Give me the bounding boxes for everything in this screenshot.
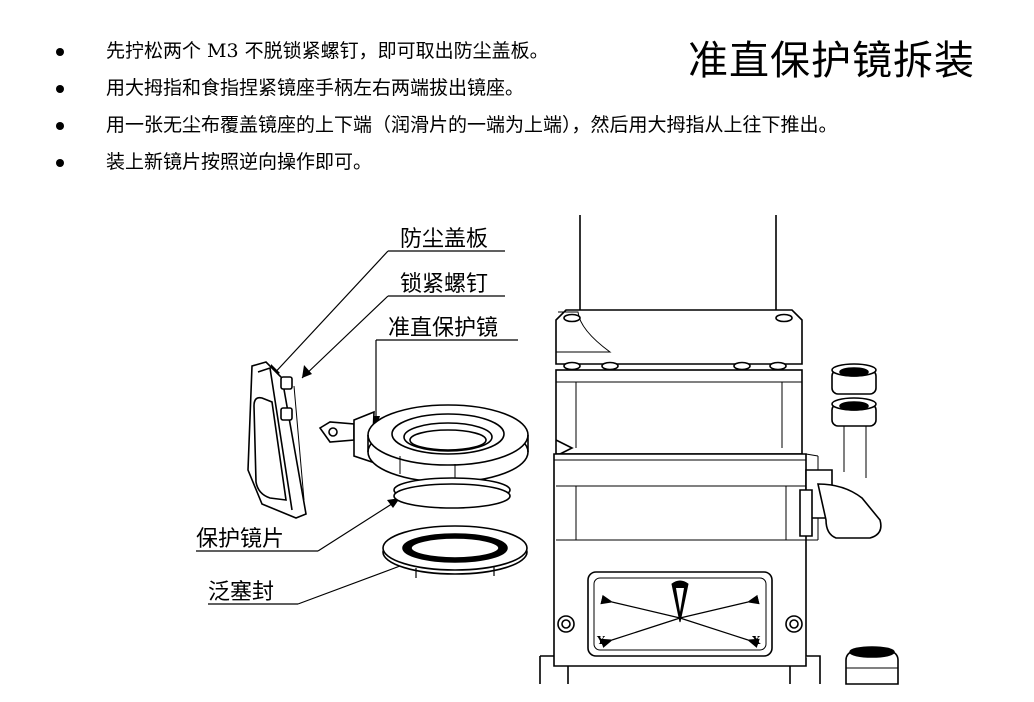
callout-protective-lens: 保护镜片 xyxy=(196,498,400,552)
bullet-icon xyxy=(56,48,64,56)
label-dust-cover: 防尘盖板 xyxy=(400,227,488,252)
callout-lock-screw: 锁紧螺钉 xyxy=(301,272,505,379)
instruction-text: 用一张无尘布覆盖镜座的上下端（润滑片的一端为上端），然后用大拇指从上往下推出。 xyxy=(106,114,838,136)
spare-fitting xyxy=(845,646,899,685)
dust-cover-plate xyxy=(247,361,307,519)
adjustment-arrows-icon xyxy=(600,594,760,648)
callout-seal: 泛塞封 xyxy=(208,565,401,605)
label-collimator-protector: 准直保护镜 xyxy=(388,316,498,341)
callout-collimator-protector: 准直保护镜 xyxy=(372,316,518,428)
exploded-assembly-diagram: 防尘盖板 锁紧螺钉 准直保护镜 保护镜片 泛塞封 xyxy=(196,215,899,685)
label-lock-screw: 锁紧螺钉 xyxy=(400,272,488,297)
instruction-text: 先拧松两个 M3 不脱锁紧螺钉，即可取出防尘盖板。 xyxy=(106,40,549,62)
page-title: 准直保护镜拆装 xyxy=(688,38,975,84)
label-seal: 泛塞封 xyxy=(208,580,274,605)
bullet-icon xyxy=(56,85,64,93)
axis-x-label: X xyxy=(752,634,761,647)
window-plate: Y X xyxy=(587,571,773,657)
lens-holder xyxy=(318,404,529,509)
seal-ring xyxy=(382,525,528,578)
axis-y-label: Y xyxy=(596,634,605,647)
callout-dust-cover: 防尘盖板 xyxy=(269,227,505,379)
bullet-icon xyxy=(56,159,64,167)
instruction-text: 用大拇指和食指捏紧镜座手柄左右两端拔出镜座。 xyxy=(106,77,525,99)
gas-fitting xyxy=(799,363,882,539)
instruction-text: 装上新镜片按照逆向操作即可。 xyxy=(106,151,373,173)
label-protective-lens: 保护镜片 xyxy=(196,527,284,552)
bullet-icon xyxy=(56,122,64,130)
